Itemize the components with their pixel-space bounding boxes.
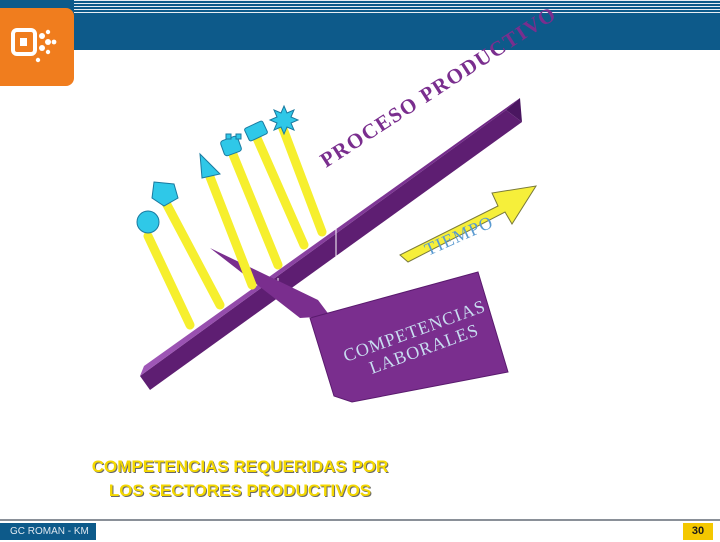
gear-shape-icon [220, 133, 242, 157]
process-beam [140, 98, 522, 390]
footer-bar: GC ROMAN - KM 30 [0, 519, 720, 542]
diamond-shape-icon [151, 181, 179, 207]
ray-6 [277, 121, 327, 237]
light-rays [143, 121, 327, 330]
star-shape-icon [268, 104, 300, 136]
header-bar [0, 0, 720, 50]
footer-author: GC ROMAN - KM [0, 523, 96, 540]
slide-caption: COMPETENCIAS REQUERIDAS POR LOS SECTORES… [20, 455, 460, 503]
header-stripes [74, 0, 720, 14]
ray-5 [251, 131, 309, 250]
ray-3 [205, 172, 257, 290]
arrow-label: TIEMPO [421, 212, 496, 260]
logo-box [0, 8, 74, 86]
logo-mark-icon [11, 28, 57, 63]
beam-label: PROCESO PRODUCTIVO [316, 1, 561, 172]
page-number-badge: 30 [683, 523, 713, 540]
caption-line-1: COMPETENCIAS REQUERIDAS POR [91, 457, 389, 476]
time-arrow [399, 185, 538, 263]
square-shape-icon [244, 120, 268, 142]
caption-line-2: LOS SECTORES PRODUCTIVOS [108, 481, 372, 500]
ray-2 [161, 198, 225, 310]
ray-1 [143, 231, 195, 330]
triangle-shape-icon [199, 152, 221, 179]
ray-4 [227, 147, 283, 270]
circle-shape-icon [136, 210, 160, 234]
